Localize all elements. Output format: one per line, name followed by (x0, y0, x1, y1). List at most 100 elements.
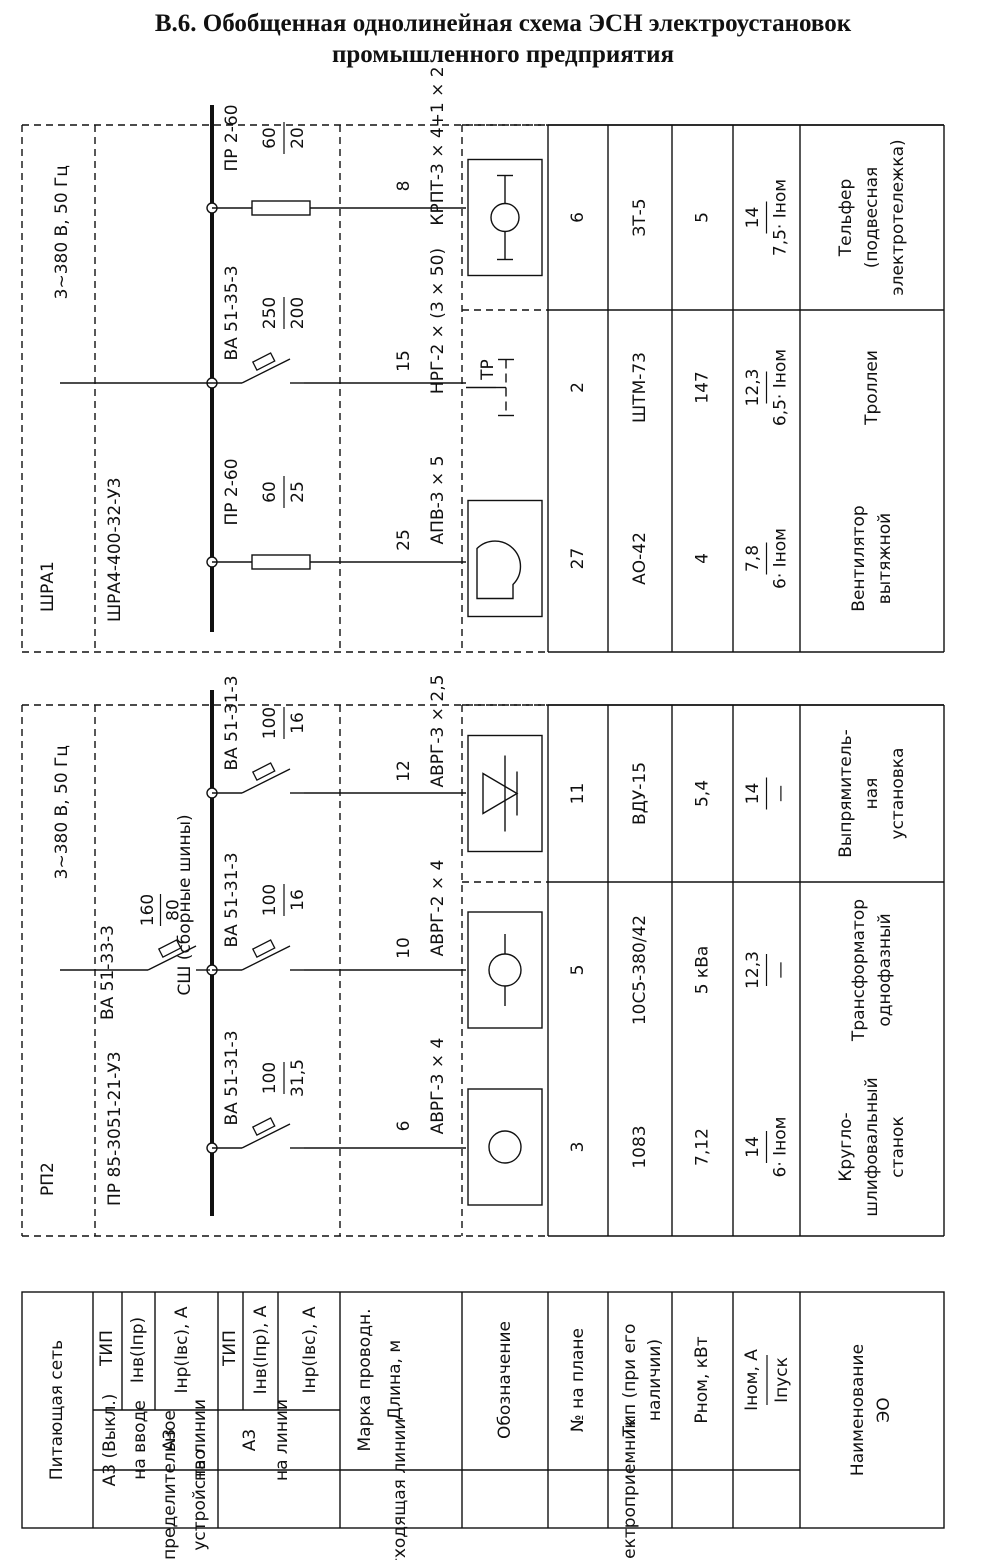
receiver-frame (467, 499, 543, 618)
breaker-contact (241, 768, 291, 794)
legend-current-line-top: Iнв(Iпр), А (251, 1305, 271, 1394)
legend-type-input: ТИП (97, 1330, 117, 1367)
fan-housing (476, 540, 522, 600)
fraction-numerator: 14 (743, 207, 763, 229)
title-line-2: промышленного предприятия (331, 41, 675, 68)
breaker-icon (212, 352, 304, 384)
motor-circle (488, 1130, 522, 1164)
receiver-name: установка (888, 748, 908, 840)
fraction-denominator: 16 (288, 889, 308, 911)
plan-number: 3 (568, 1142, 588, 1153)
hoist-circle (490, 202, 520, 233)
legend-frame (21, 1291, 945, 1529)
legend-outgoing: Отходящая линии (390, 1419, 410, 1560)
receiver-type: ШТМ-73 (630, 352, 650, 423)
receiver-type: ЗТ-5 (630, 198, 650, 236)
trolley-label: ТР (478, 359, 498, 381)
rated-power: 5 (693, 212, 713, 223)
breaker-icon (212, 762, 304, 794)
fraction-denominator: 6,5· Iном (770, 349, 790, 426)
busbar-label: СШ (сборные шины) (175, 814, 195, 995)
breaker-type: ВА 51-31-3 (222, 1030, 242, 1125)
breaker-type: ВА 51-31-3 (222, 675, 242, 770)
receiver-frame (467, 158, 543, 277)
input-breaker-type: ВА 51-33-3 (98, 925, 118, 1020)
breaker-contact (241, 1123, 291, 1149)
fraction-numerator: 160 (138, 894, 158, 926)
rated-power: 5,4 (693, 780, 713, 807)
breaker-contact (241, 945, 291, 971)
legend-plan: № на плане (568, 1328, 588, 1432)
rated-power: 4 (693, 553, 713, 564)
legend-type-1: Тип (при его (620, 1324, 640, 1438)
legend-type-2: наличии) (645, 1339, 665, 1421)
fraction-numerator: 250 (260, 297, 280, 329)
fraction-denominator: 20 (288, 127, 308, 149)
cabinet-label: ШРА4-400-32-У3 (105, 477, 125, 622)
legend-supply: Питающая сеть (47, 1340, 67, 1480)
fraction-denominator: 31,5 (288, 1059, 308, 1097)
breaker-arc-chute (251, 762, 276, 781)
panel-label: ШРА1 (38, 561, 58, 612)
wire-mark: НРГ-2 × (3 × 50) (428, 248, 448, 394)
legend-length: Длина, м (385, 1340, 405, 1420)
receiver-name: однофазный (875, 913, 895, 1026)
plan-number: 5 (568, 965, 588, 976)
plan-number: 27 (568, 548, 588, 570)
legend-pnom: Pном, кВт (692, 1336, 712, 1423)
receiver-name: шлифовальный (862, 1077, 882, 1216)
fraction-numerator: 14 (743, 783, 763, 805)
breaker-icon (212, 1117, 304, 1149)
hoist-icon (467, 158, 543, 277)
receiver-frame (467, 911, 543, 1029)
breaker-arc-chute (251, 939, 276, 958)
current-fraction: 12,3— (743, 951, 791, 989)
receiver-type: АО-42 (630, 532, 650, 585)
legend-dist-1: Распределительное (160, 1410, 180, 1560)
rated-power: 7,12 (693, 1128, 713, 1166)
fuse-body (251, 554, 311, 570)
receiver-name: Кругло- (836, 1112, 856, 1181)
wire-mark: АПВ-3 × 5 (428, 456, 448, 545)
legend-a3-line: А3 (160, 1429, 180, 1451)
receiver-name: ная (862, 778, 882, 810)
breaker-arc-chute (251, 352, 276, 371)
fraction-numerator: 12,3 (743, 951, 763, 989)
rated-power: 5 кВа (693, 946, 713, 995)
breaker-contact (147, 945, 197, 971)
fuse-body (251, 200, 311, 216)
receiver-type: 10С5-380/42 (630, 915, 650, 1025)
fraction-denominator: 6· Iном (770, 1117, 790, 1178)
wire-mark: АВРГ-2 × 4 (428, 860, 448, 957)
receiver-name: электротележка) (888, 139, 908, 295)
receiver-name: (подвесная (862, 167, 882, 269)
fraction-numerator: 14 (743, 1136, 763, 1158)
fuse-icon (212, 554, 332, 570)
rated-power: 147 (693, 371, 713, 403)
current-fraction: 14 6· Iном (743, 1117, 791, 1178)
legend-receivers: Электроприемник (620, 1418, 640, 1560)
plan-number: 6 (568, 212, 588, 223)
breaker-type: ПР 2-60 (222, 104, 242, 171)
circle-icon (467, 1088, 543, 1206)
breaker-arc-chute (157, 939, 182, 958)
receiver-type: 1083 (630, 1125, 650, 1168)
fraction-numerator: 60 (260, 127, 280, 149)
diode-triangle (482, 772, 519, 815)
breaker-icon (212, 939, 304, 971)
fraction-denominator: 6· Iном (770, 528, 790, 589)
